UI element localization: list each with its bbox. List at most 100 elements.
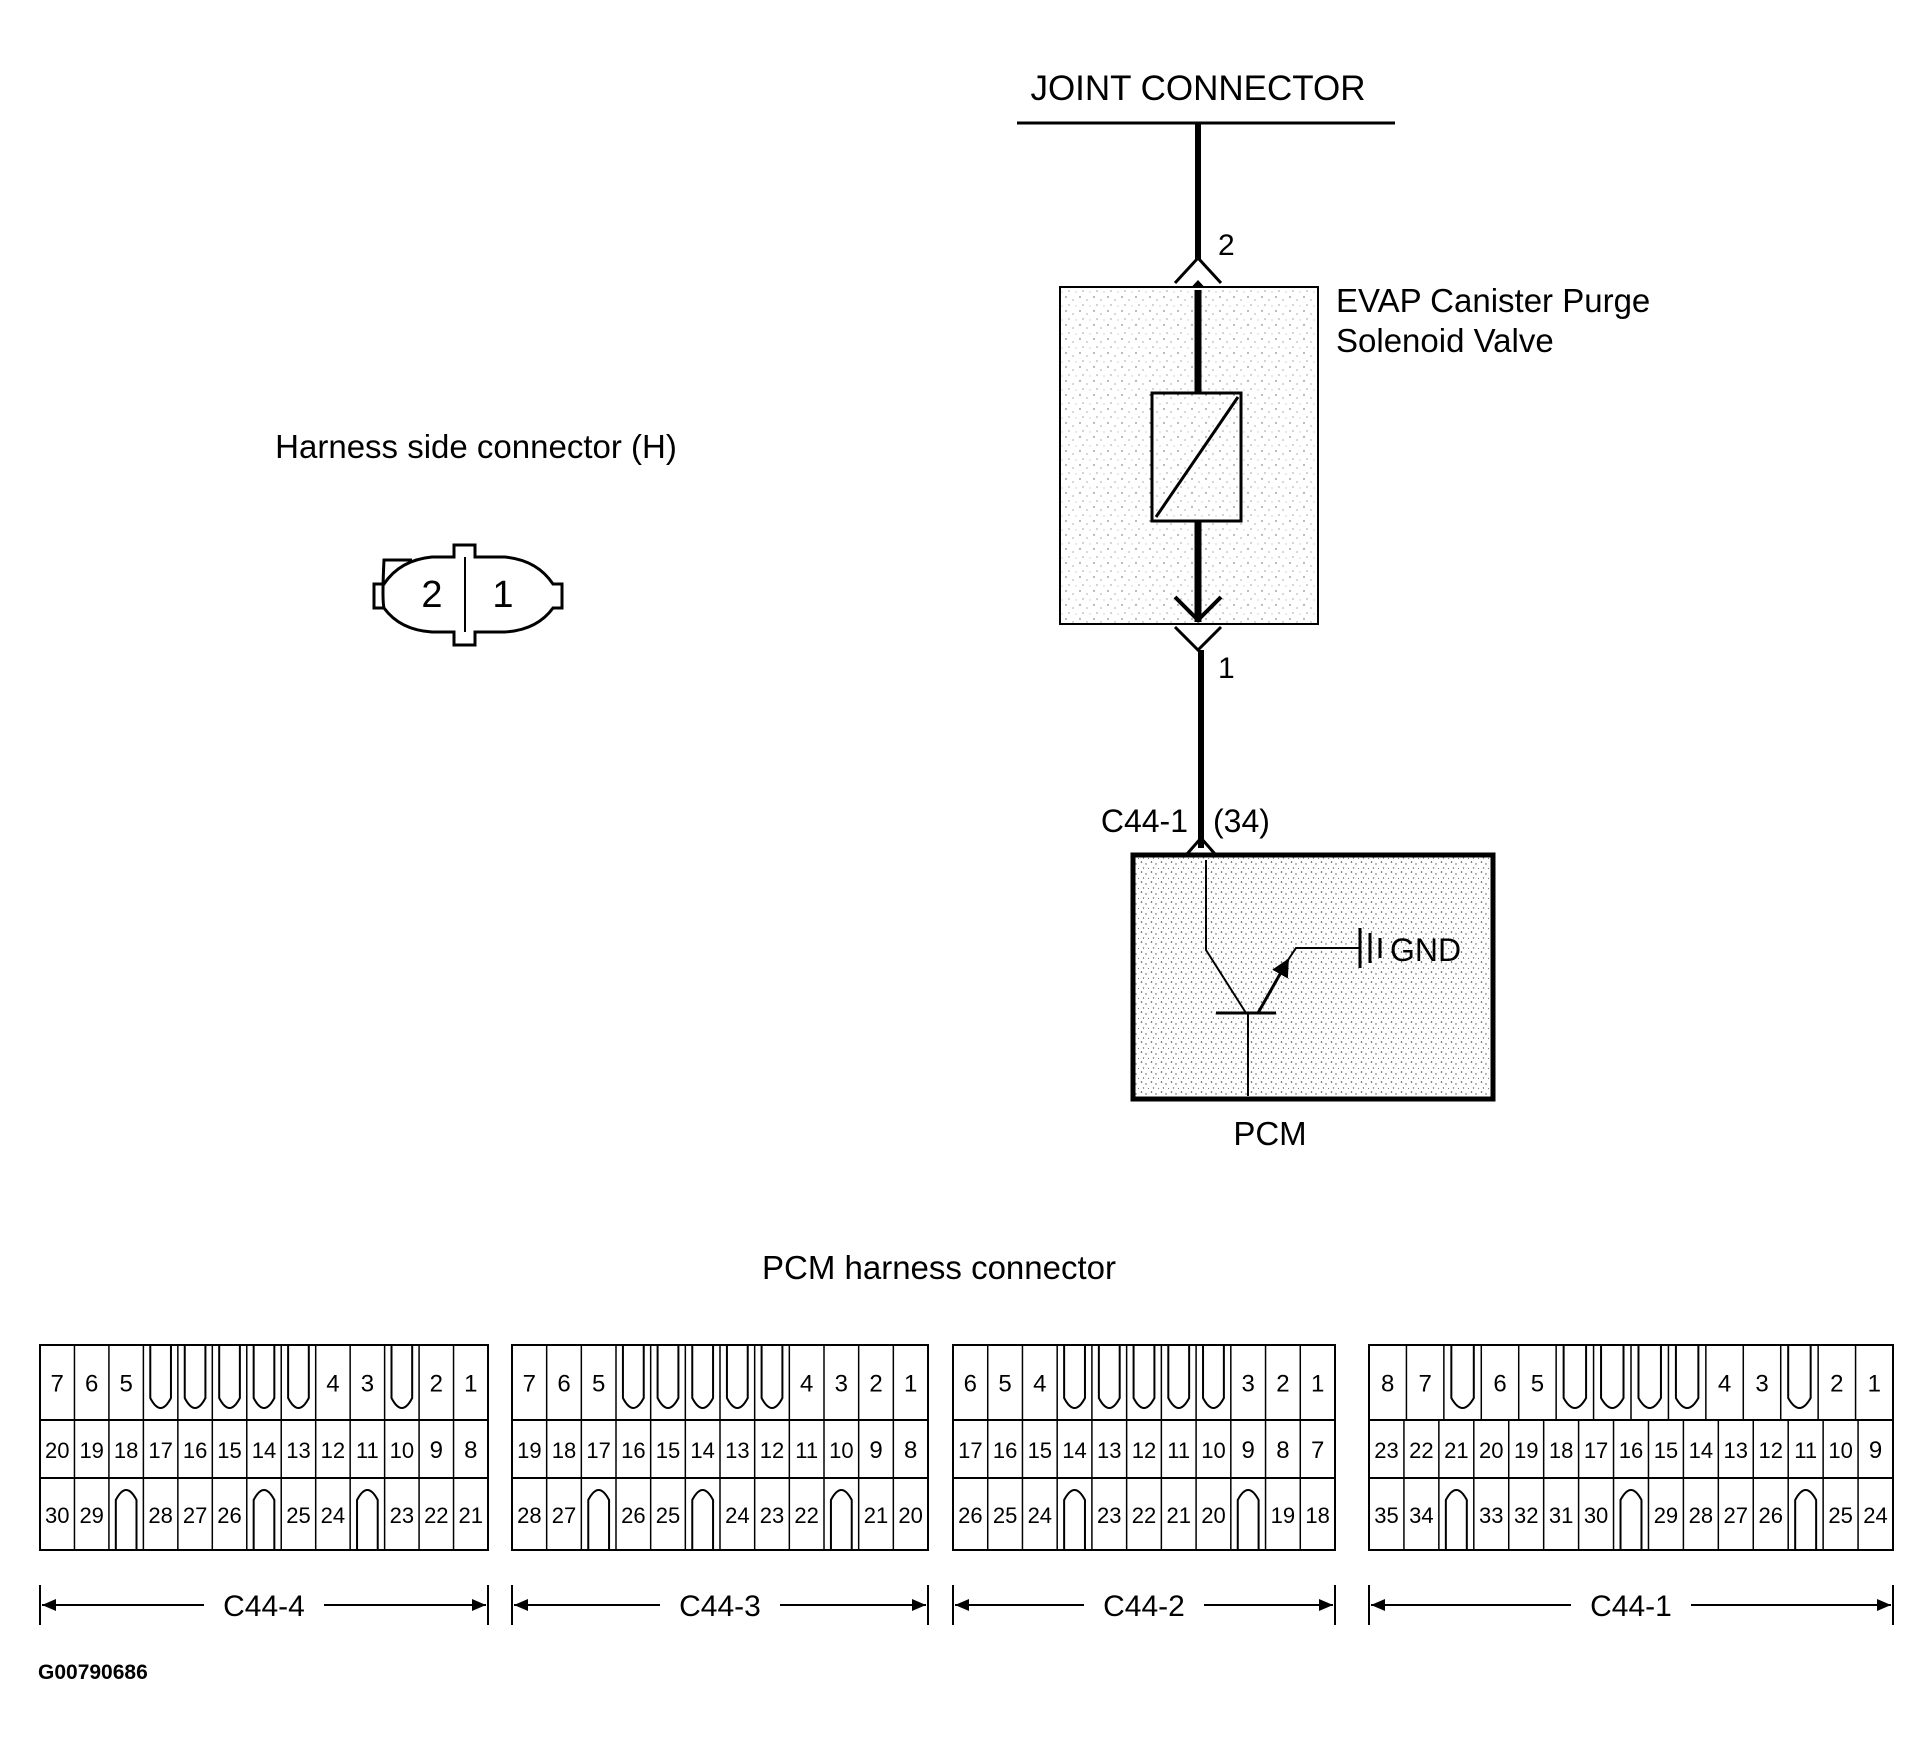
pin-c44-3-10: 10 [829,1438,853,1463]
pin-c44-2-20: 20 [1201,1503,1225,1528]
pin-c44-4-27: 27 [183,1503,207,1528]
key-notch [252,1345,276,1409]
pin-c44-1-27: 27 [1724,1503,1748,1528]
pin-c44-3-8: 8 [904,1437,917,1464]
key-notch [149,1345,172,1409]
harness-pin-2: 2 [421,574,442,616]
pin-c44-2-1: 1 [1311,1371,1324,1398]
solenoid-valve: EVAP Canister Purge Solenoid Valve [1059,282,1650,625]
pin-c44-1-1: 1 [1868,1371,1881,1398]
solenoid-label-line1: EVAP Canister Purge [1336,282,1650,319]
pin-c44-4-21: 21 [459,1503,483,1528]
pin-c44-4-18: 18 [114,1438,138,1463]
key-notch [1097,1345,1121,1409]
pin-c44-1-22: 22 [1409,1438,1433,1463]
connector-name-c44-1: C44-1 [1590,1590,1672,1623]
key-notch [1450,1345,1475,1409]
pin-c44-1-10: 10 [1828,1438,1852,1463]
pin-c44-3-21: 21 [864,1503,888,1528]
pin-c44-4-15: 15 [217,1438,241,1463]
pin-c44-1-26: 26 [1758,1503,1782,1528]
pin-c44-1-32: 32 [1514,1503,1538,1528]
pcm-pin-ref: C44-1 (34) [1101,803,1270,855]
pin-c44-4-24: 24 [321,1503,345,1528]
pin-c44-1-34: 34 [1409,1503,1433,1528]
harness-side-title: Harness side connector (H) [275,428,677,465]
pin-c44-2-12: 12 [1132,1438,1156,1463]
pin-c44-1-9: 9 [1869,1437,1882,1464]
pin-c44-2-8: 8 [1276,1437,1289,1464]
pin-c44-1-35: 35 [1374,1503,1398,1528]
pin-c44-1-19: 19 [1514,1438,1538,1463]
pin-c44-4-1: 1 [464,1371,477,1398]
pin-c44-4-2: 2 [430,1371,443,1398]
pin-c44-1-14: 14 [1689,1438,1713,1463]
pin-2-label: 2 [1218,229,1235,262]
pin-c44-3-19: 19 [517,1438,541,1463]
pin-c44-3-22: 22 [794,1503,818,1528]
pin-c44-2-17: 17 [958,1438,982,1463]
pin-c44-3-24: 24 [725,1503,749,1528]
pin-c44-2-22: 22 [1132,1503,1156,1528]
joint-connector-label: JOINT CONNECTOR [1030,69,1365,108]
key-notch [183,1345,207,1409]
pin-c44-3-17: 17 [586,1438,610,1463]
pin-c44-3-15: 15 [656,1438,680,1463]
pin-c44-2-13: 13 [1097,1438,1121,1463]
key-notch [587,1489,611,1550]
pin-c44-1-12: 12 [1758,1438,1782,1463]
connector-frame [39,1344,489,1551]
key-notch [1132,1345,1156,1409]
key-notch [829,1489,853,1550]
pin-c44-4-6: 6 [85,1371,98,1398]
pin-c44-1-23: 23 [1374,1438,1398,1463]
pin-c44-3-13: 13 [725,1438,749,1463]
pin-c44-1-6: 6 [1493,1371,1506,1398]
pin-c44-4-17: 17 [148,1438,172,1463]
pcm-module: GND PCM [1130,852,1496,1152]
pin-c44-1-29: 29 [1654,1503,1678,1528]
key-notch [1202,1345,1225,1409]
pin-c44-3-2: 2 [869,1371,882,1398]
pin-c44-1-8: 8 [1381,1371,1394,1398]
key-notch [691,1345,715,1409]
pin-c44-3-7: 7 [523,1371,536,1398]
key-notch [725,1345,749,1409]
pcm-pin-ref-label: C44-1 [1101,803,1188,839]
key-notch [1063,1489,1086,1550]
pin-c44-4-8: 8 [464,1437,477,1464]
pin-c44-2-11: 11 [1167,1438,1190,1463]
pin-c44-3-11: 11 [795,1438,818,1463]
pin-c44-2-10: 10 [1201,1438,1225,1463]
pin-c44-4-10: 10 [390,1438,414,1463]
key-notch [114,1489,138,1550]
key-notch [1236,1489,1260,1550]
pin-1-label: 1 [1218,652,1235,685]
key-notch [356,1489,379,1550]
key-notch [1787,1345,1812,1409]
key-notch [1562,1345,1588,1409]
pin-c44-2-21: 21 [1166,1503,1190,1528]
connector-name-c44-2: C44-2 [1103,1590,1185,1623]
key-notch [390,1345,414,1409]
pin-c44-4-14: 14 [252,1438,276,1463]
key-notch [1167,1345,1191,1409]
pin-c44-3-27: 27 [552,1503,576,1528]
pin-c44-3-9: 9 [869,1437,882,1464]
pin-c44-2-16: 16 [993,1438,1017,1463]
key-notch [1600,1345,1625,1409]
pin-c44-3-20: 20 [898,1503,922,1528]
pin-c44-2-6: 6 [964,1371,977,1398]
key-notch [252,1489,276,1550]
gnd-label: GND [1390,932,1461,968]
key-notch [1444,1489,1468,1550]
pin-c44-4-20: 20 [45,1438,69,1463]
key-notch [1794,1489,1818,1550]
key-notch [1063,1345,1086,1409]
key-notch [1637,1345,1662,1409]
